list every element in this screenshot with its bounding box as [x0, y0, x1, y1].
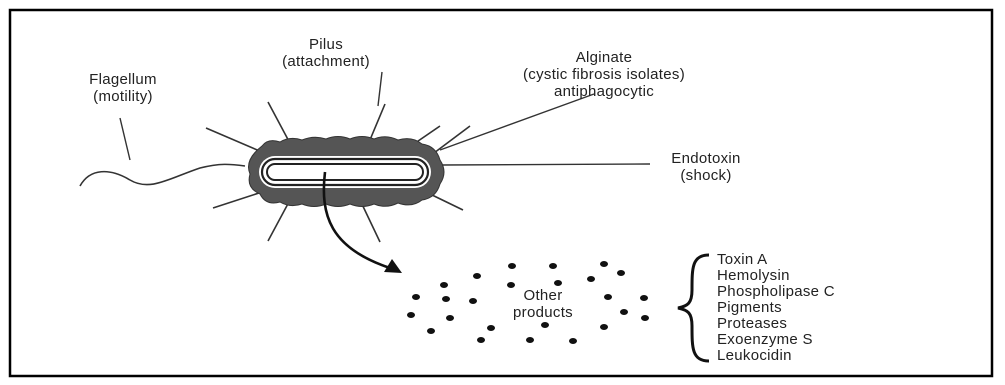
pilus-label: Pilus: [309, 36, 343, 53]
product-item: Pigments: [717, 299, 782, 316]
product-item: Hemolysin: [717, 267, 790, 284]
alginate-sublabel: (cystic fibrosis isolates): [523, 66, 685, 83]
alginate-function: antiphagocytic: [554, 83, 654, 100]
product-item: Proteases: [717, 315, 787, 332]
product-item: Leukocidin: [717, 347, 792, 364]
bacterium-cell: [249, 137, 445, 207]
product-item: Phospholipase C: [717, 283, 835, 300]
flagellum: [80, 164, 245, 186]
endotoxin-sublabel: (shock): [680, 167, 731, 184]
products-list: Toxin A Hemolysin Phospholipase C Pigmen…: [717, 251, 835, 364]
diagram-frame: [10, 10, 992, 376]
flagellum-label: Flagellum: [89, 71, 157, 88]
alginate-label: Alginate: [576, 49, 633, 66]
other-label: Other: [523, 287, 562, 304]
product-item: Toxin A: [717, 251, 767, 268]
flagellum-sublabel: (motility): [93, 88, 153, 105]
other-sublabel: products: [513, 304, 573, 321]
endotoxin-label: Endotoxin: [671, 150, 740, 167]
product-item: Exoenzyme S: [717, 331, 813, 348]
products-brace: [678, 255, 709, 361]
pilus-sublabel: (attachment): [282, 53, 370, 70]
